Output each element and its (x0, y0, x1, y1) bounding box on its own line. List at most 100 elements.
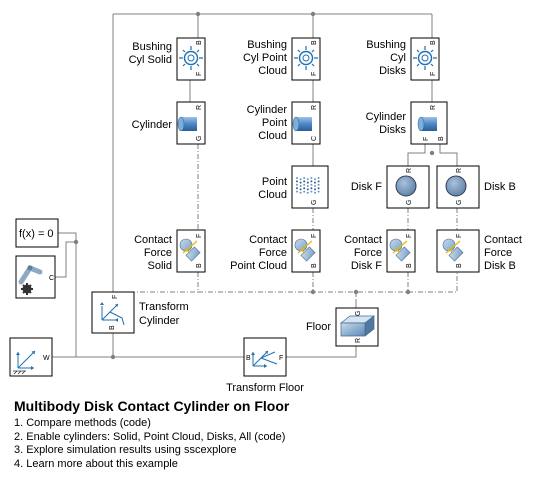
point-cloud-dot (299, 188, 302, 191)
port-f: F (430, 72, 437, 76)
point-cloud-dot (303, 177, 306, 179)
port-r: R (430, 105, 437, 110)
port-r: R (456, 168, 463, 173)
block-label-line: Transform Floor (226, 382, 304, 394)
point-cloud-dot (296, 177, 298, 179)
port-f: F (196, 234, 203, 238)
cylinder-disks-block[interactable]: R F B (410, 101, 448, 145)
block-label-line: Contact (344, 234, 382, 246)
disk-b-block[interactable]: R G (436, 165, 480, 209)
port-f: F (311, 72, 318, 76)
point-cloud-dot (303, 187, 306, 190)
cylinder-icon (292, 116, 312, 132)
block-label-line: Disks (379, 124, 406, 136)
transform-cylinder-block[interactable]: F B (91, 291, 135, 334)
port-f: F (279, 355, 283, 362)
world-frame-icon (13, 350, 36, 375)
contact-force-solid-block[interactable]: F B (176, 229, 206, 273)
contact-force-icon (389, 238, 411, 262)
point-cloud-dot (314, 178, 316, 181)
disk-f-block[interactable]: R G (386, 165, 430, 209)
port-c: C (49, 275, 54, 282)
port-b: B (438, 136, 445, 141)
port-f: F (311, 234, 318, 238)
port-b: B (196, 263, 203, 268)
bushing-icon (294, 46, 318, 70)
port-r: R (406, 168, 413, 173)
block-label-line: Force (144, 247, 172, 259)
contact-force-icon (442, 238, 464, 262)
point-cloud-dot (317, 183, 320, 186)
point-cloud-dot (314, 188, 316, 191)
block-label-line: Floor (306, 321, 331, 333)
port-f: F (456, 234, 463, 238)
transform-floor-block[interactable]: B F (243, 337, 287, 377)
link-learn-more[interactable]: 4. Learn more about this example (14, 457, 178, 470)
block-label-line: Point (262, 117, 287, 129)
point-cloud-dot (314, 191, 316, 194)
block-label-line: Force (484, 247, 512, 259)
port-r: R (311, 105, 318, 110)
port-g: G (406, 200, 413, 205)
bushing-cyl-point-cloud-block[interactable]: B F (291, 37, 321, 81)
bushing-cyl-solid-block[interactable]: B F (176, 37, 206, 81)
point-cloud-dot (299, 185, 302, 187)
disk-icon (395, 175, 417, 197)
connection-lines (52, 13, 458, 358)
frame-axes-icon (251, 350, 278, 368)
point-cloud-dot (296, 187, 298, 190)
model-annotation: Multibody Disk Contact Cylinder on Floor… (14, 398, 289, 471)
cylinder-icon (417, 116, 437, 132)
block-label-line: Bushing (366, 39, 406, 51)
port-f: F (112, 295, 119, 299)
point-cloud-dot (306, 185, 309, 187)
cylinder-point-cloud-block[interactable]: R C (291, 101, 321, 145)
contact-force-disk-f-block[interactable]: F B (386, 229, 416, 273)
block-label-line: Point (262, 176, 287, 188)
contact-force-disk-b-block[interactable]: F B (436, 229, 480, 273)
point-cloud-block[interactable]: G (291, 165, 329, 209)
port-w: W (43, 355, 50, 362)
point-cloud-dot (303, 183, 306, 186)
port-g: G (355, 311, 362, 316)
port-b: B (109, 325, 116, 330)
fx-solver-config-block[interactable]: f(x) = 0 (15, 218, 59, 248)
point-cloud-dot (296, 183, 298, 186)
point-cloud-dot (317, 187, 320, 190)
port-f: F (423, 137, 430, 141)
point-cloud-dot (306, 191, 309, 194)
block-label-line: Bushing (132, 41, 172, 53)
block-label-line: Cylinder (139, 315, 180, 327)
world-frame-block[interactable]: W (9, 337, 53, 377)
port-r: R (196, 105, 203, 110)
bushing-icon (179, 46, 203, 70)
port-b: B (456, 263, 463, 268)
point-cloud-dot (310, 190, 313, 193)
bushing-cyl-disks-block[interactable]: B F (410, 37, 440, 81)
point-cloud-dot (317, 190, 320, 193)
gear-icon (21, 283, 33, 295)
link-enable-cylinders[interactable]: 2. Enable cylinders: Solid, Point Cloud,… (14, 430, 286, 443)
junction-dots (73, 11, 435, 360)
link-explore-sscexplore[interactable]: 3. Explore simulation results using ssce… (14, 444, 237, 456)
robot-arm-icon (18, 264, 43, 285)
block-label-line: Bushing (247, 39, 287, 51)
port-f: F (406, 234, 413, 238)
block-label-line: Contact (484, 234, 522, 246)
contact-force-point-cloud-block[interactable]: F B (291, 229, 321, 273)
cylinder-solid-block[interactable]: R G (176, 101, 206, 145)
point-cloud-dot (314, 185, 316, 187)
frame-axes-icon (100, 302, 125, 326)
block-label-line: Contact (249, 234, 287, 246)
block-label-line: Cyl Point (243, 52, 287, 64)
block-label-line: Disk B (484, 181, 516, 193)
block-label-line: Disk F (351, 260, 382, 272)
point-cloud-dot (299, 191, 302, 194)
point-cloud-dot (303, 180, 306, 183)
link-compare-methods[interactable]: 1. Compare methods (code) (14, 417, 151, 429)
floor-block[interactable]: G R (335, 307, 379, 347)
mechanism-configuration-block[interactable]: C (15, 255, 56, 299)
point-cloud-dot (310, 187, 313, 190)
point-cloud-dot (303, 190, 306, 193)
